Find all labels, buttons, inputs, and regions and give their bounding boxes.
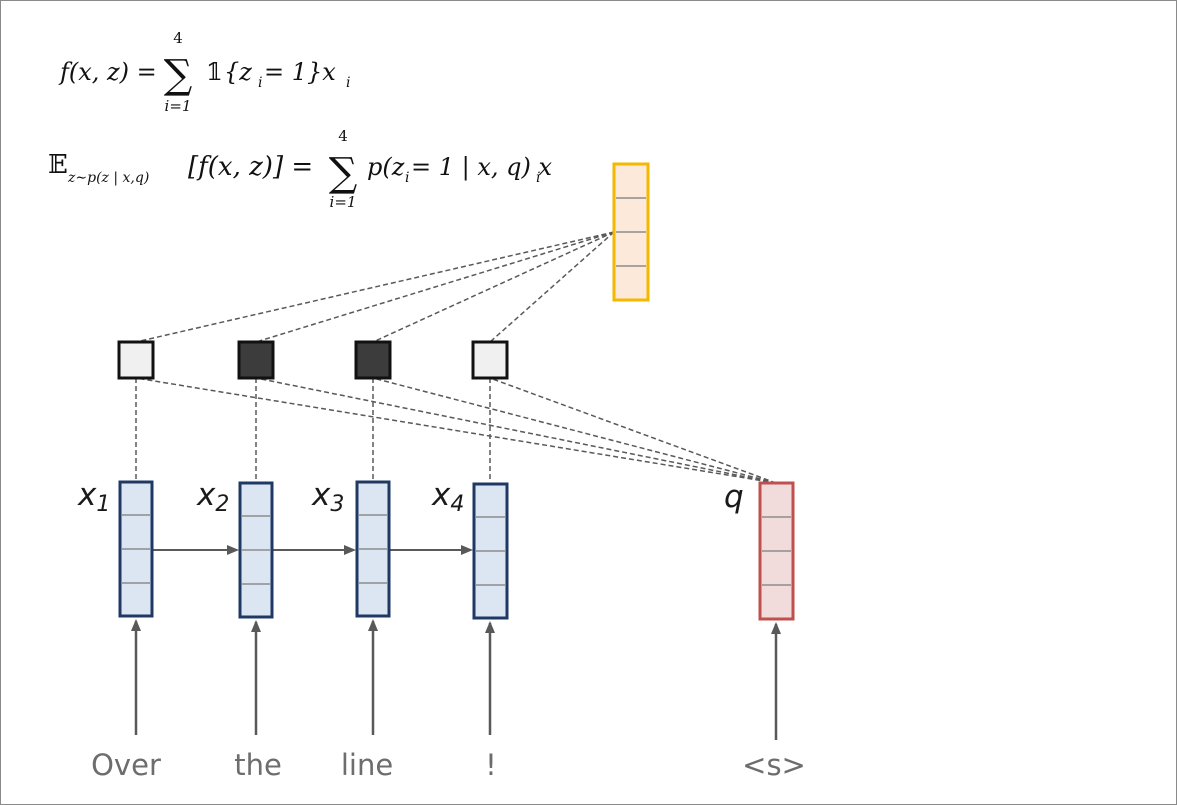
eq2-term-rest-sub: i <box>536 170 540 186</box>
eq1-sum-symbol: ∑ <box>164 52 193 98</box>
query-link-4 <box>489 377 777 484</box>
equation-deterministic: f(x, z) = 4 ∑ i=1 𝟙 {z i = 1}x i <box>58 29 350 115</box>
eq1-term-sub: i <box>258 75 262 91</box>
input-connections <box>135 378 491 482</box>
eq2-sum-lower: i=1 <box>330 193 357 211</box>
selector-z1 <box>117 340 155 380</box>
output-connections <box>135 231 615 343</box>
output-link-1 <box>135 231 615 343</box>
query-link-1 <box>135 377 777 484</box>
eq1-sum-upper: 4 <box>173 29 183 47</box>
input-vector-x3 <box>355 480 391 618</box>
eq2-term-sub: i <box>405 170 409 186</box>
selector-z2 <box>237 340 275 380</box>
query-link-2 <box>255 377 777 484</box>
eq1-lhs: f(x, z) = <box>58 58 157 86</box>
label-x2: x2 <box>196 477 229 517</box>
output-link-4 <box>489 231 615 343</box>
token-1: Over <box>91 748 161 782</box>
eq1-sum-lower: i=1 <box>165 97 192 115</box>
eq2-expectation-sub: z∼p(z | x,q) <box>67 170 149 186</box>
input-vectors <box>118 480 509 620</box>
output-link-3 <box>372 231 615 343</box>
token-4: ! <box>485 748 497 782</box>
eq2-term-rest: = 1 | x, q) x <box>411 153 553 182</box>
query-link-3 <box>372 377 777 484</box>
query-connections <box>135 377 777 484</box>
output-link-2 <box>255 231 615 343</box>
eq1-term: {z <box>224 58 252 86</box>
input-vector-x2 <box>238 481 274 619</box>
eq1-term-rest: = 1}x <box>264 58 336 86</box>
label-x3: x3 <box>311 477 344 517</box>
eq2-term: p(z <box>367 153 405 181</box>
eq2-sum-symbol: ∑ <box>329 150 358 196</box>
input-vector-x1 <box>118 480 154 618</box>
eq2-sum-upper: 4 <box>338 127 348 145</box>
selector-z3 <box>354 340 392 380</box>
selectors <box>117 340 509 380</box>
token-arrows <box>131 619 781 740</box>
token-query: <s> <box>742 748 806 782</box>
token-2: the <box>234 748 282 782</box>
input-vector-x4 <box>472 482 509 620</box>
eq1-indicator: 𝟙 <box>206 58 223 86</box>
label-q: q <box>724 479 744 515</box>
eq2-lhs: [f(x, z)] = <box>188 152 313 182</box>
label-x4: x4 <box>431 477 464 517</box>
equation-expectation: 𝔼 z∼p(z | x,q) [f(x, z)] = 4 ∑ i=1 p(z i… <box>48 127 553 211</box>
selector-z4 <box>471 340 509 380</box>
query-vector <box>758 481 795 621</box>
token-3: line <box>341 748 393 782</box>
tokens: Over the line ! <s> <box>91 748 806 782</box>
eq1-term-rest-sub: i <box>346 75 350 91</box>
output-vector <box>612 162 650 302</box>
variable-labels: x1 x2 x3 x4 q <box>77 477 744 517</box>
eq2-expectation: 𝔼 <box>48 150 68 180</box>
label-x1: x1 <box>77 477 110 517</box>
